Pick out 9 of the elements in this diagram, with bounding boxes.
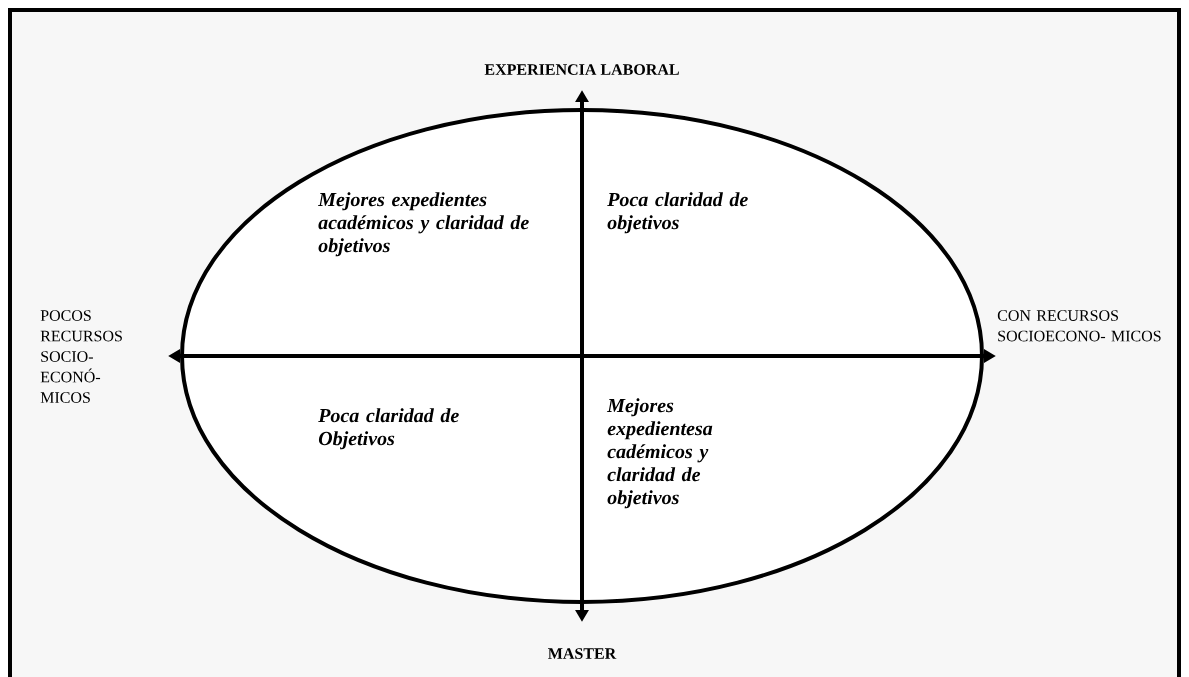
axis-label: CON RECURSOS SOCIOECONO- MICOS [997, 310, 1161, 342]
quadrant-text: Mejores expedientes académicos y claridad de objetivos [317, 192, 529, 257]
quadrant-text: Poca claridad de objetivos [607, 192, 748, 234]
axis-label: MASTER [548, 648, 617, 659]
axis-label: EXPERIENCIA LABORAL [484, 64, 679, 75]
ellipse [180, 108, 984, 604]
quadrant-text: Mejores expedientesa cadémicos y claridad de objetivos [606, 398, 713, 509]
axis-label: POCOS RECURSOS SOCIO- ECONÓ- MICOS [40, 310, 122, 403]
quadrant-text: Poca claridad de Objetivos [318, 408, 459, 450]
